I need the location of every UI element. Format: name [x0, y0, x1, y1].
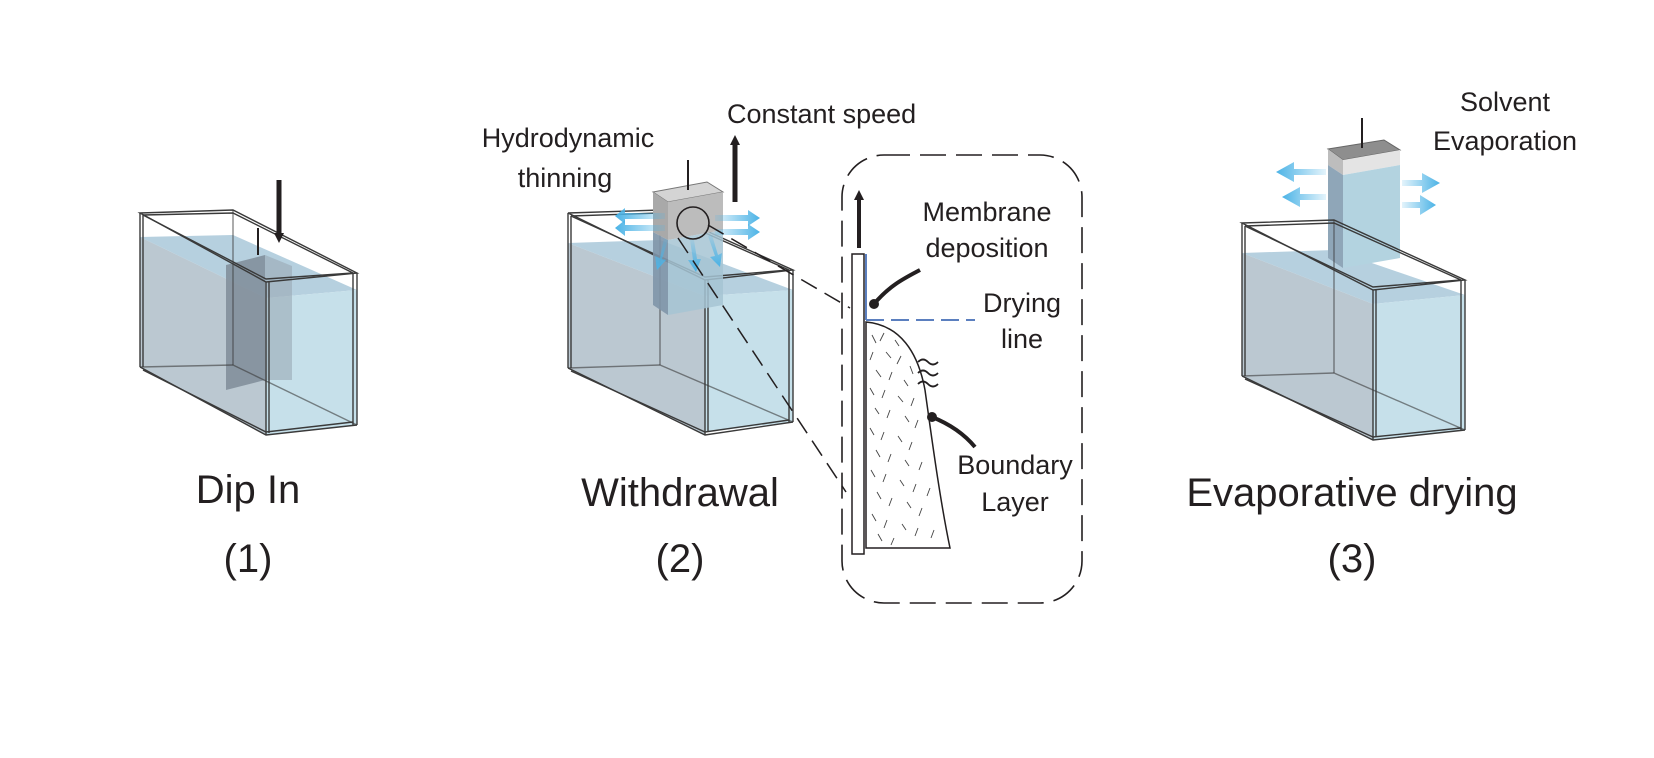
- stage-2-title: Withdrawal: [581, 471, 779, 515]
- substrate-3-top-band-front: [1343, 150, 1400, 175]
- withdrawal-detail-panel: Membrane deposition Drying line Boundary…: [841, 154, 1083, 604]
- substrate-2-front-upper: [668, 192, 723, 240]
- tank-3-liquid-front: [1373, 295, 1465, 440]
- substrate-3-front: [1343, 165, 1400, 268]
- drying-label-2: line: [1001, 324, 1043, 354]
- evap-arrow-right-1: [1402, 173, 1440, 193]
- flow-arrow-left-1: [615, 208, 665, 224]
- evap-arrow-right-2: [1402, 195, 1436, 215]
- stage-dip-in: Dip In (1): [137, 180, 360, 581]
- flow-arrow-down-1: [655, 238, 668, 270]
- substrate-3-face: [1328, 165, 1343, 268]
- membrane-leader-dot: [869, 299, 879, 309]
- membrane-label-2: deposition: [925, 233, 1048, 263]
- boundary-label-2: Layer: [981, 487, 1049, 517]
- flow-arrow-left-2: [615, 220, 665, 236]
- stage-3-title: Evaporative drying: [1186, 471, 1517, 515]
- boundary-leader: [931, 415, 977, 449]
- stage-1-number: (1): [224, 537, 273, 581]
- evaporation-arrows: [1276, 162, 1440, 215]
- evap-arrow-left-1: [1276, 162, 1326, 182]
- detail-substrate-plate: [851, 253, 865, 555]
- detail-liquid-hatching: [869, 332, 935, 546]
- boundary-label-1: Boundary: [957, 450, 1073, 480]
- flow-arrow-right-2: [715, 224, 760, 240]
- membrane-leader: [872, 268, 921, 306]
- hydrodynamic-flow-arrows: [615, 208, 760, 272]
- tank-2-liquid-front: [705, 290, 793, 432]
- substrate-3-top-band: [1328, 149, 1343, 175]
- stage-evaporative-drying: Solvent Evaporation Evaporative drying (…: [1186, 87, 1577, 581]
- detail-boundary-layer: [865, 321, 951, 549]
- substrate-2-face-wet: [653, 232, 668, 315]
- zoom-circle: [676, 206, 710, 240]
- stage-3-number: (3): [1328, 537, 1377, 581]
- zoom-line-upper: [707, 224, 851, 309]
- tank-3-substrate: [1326, 118, 1402, 268]
- drying-label-1: Drying: [983, 288, 1061, 318]
- flow-arrow-down-3: [708, 235, 722, 267]
- flow-arrow-down-2: [688, 240, 701, 272]
- stage-2-number: (2): [656, 537, 705, 581]
- stage-1-title: Dip In: [196, 468, 301, 512]
- constant-speed-label: Constant speed: [727, 99, 916, 129]
- hydrodynamic-label-1: Hydrodynamic: [482, 123, 655, 153]
- substrate-2-front-wet: [668, 230, 723, 315]
- tank-1-substrate-side: [226, 255, 265, 390]
- detail-wave-marks: [917, 358, 939, 388]
- tank-2-substrate: [651, 160, 725, 315]
- evap-arrow-left-2: [1282, 187, 1326, 207]
- tank-1-substrate-front: [265, 255, 292, 380]
- tank-1-frame: [137, 209, 360, 436]
- tank-1: [137, 209, 360, 436]
- hydrodynamic-label-2: thinning: [518, 163, 613, 193]
- detail-panel-border: [841, 154, 1083, 604]
- tank-3: [1242, 250, 1465, 440]
- boundary-leader-dot: [927, 412, 937, 422]
- zoom-line-lower: [677, 237, 847, 493]
- membrane-label-1: Membrane: [922, 197, 1051, 227]
- solvent-label-1: Solvent: [1460, 87, 1551, 117]
- stage-withdrawal: Hydrodynamic thinning Constant speed Wit…: [482, 99, 916, 581]
- solvent-label-2: Evaporation: [1433, 126, 1577, 156]
- tank-3-frame: [1239, 219, 1468, 441]
- flow-arrow-right-1: [715, 210, 760, 226]
- tank-3-liquid-side: [1242, 253, 1373, 440]
